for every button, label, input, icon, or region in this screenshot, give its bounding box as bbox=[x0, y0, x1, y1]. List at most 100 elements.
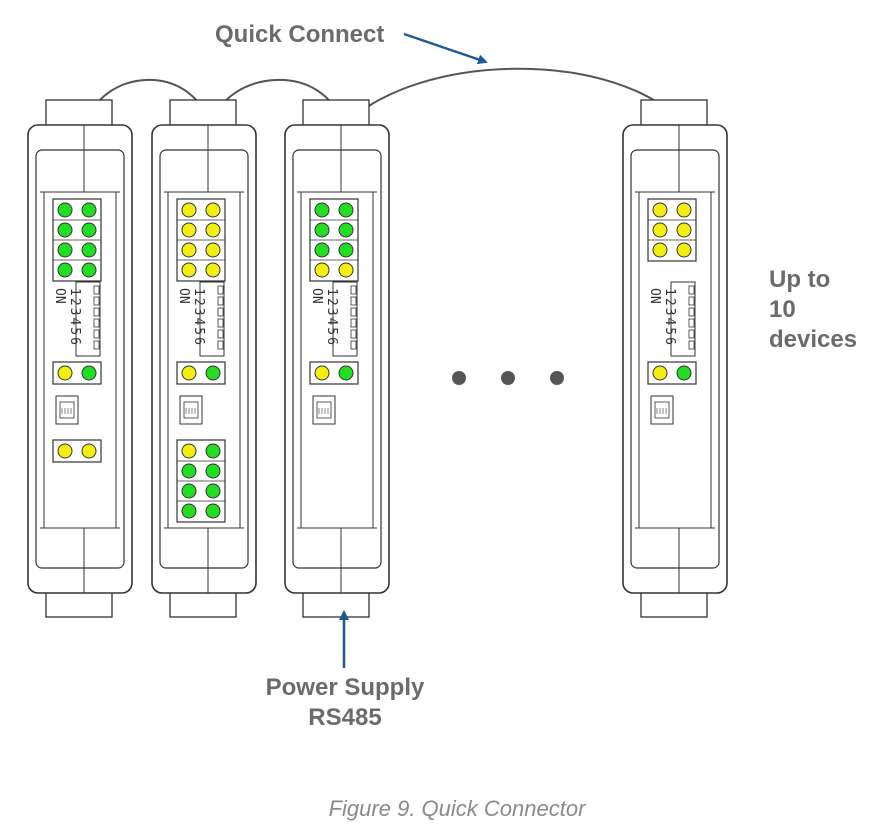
dip-on-label: ON bbox=[176, 288, 191, 304]
led-green bbox=[205, 483, 221, 499]
dip-lever bbox=[688, 285, 695, 295]
led-green bbox=[81, 202, 97, 218]
dip-lever bbox=[688, 307, 695, 317]
dip-numbers-label: 123456 bbox=[67, 288, 82, 347]
led-yellow bbox=[181, 262, 197, 278]
dip-numbers-label: 123456 bbox=[662, 288, 677, 347]
led-yellow bbox=[181, 242, 197, 258]
led-yellow bbox=[676, 202, 692, 218]
dip-numbers-label: 123456 bbox=[191, 288, 206, 347]
dip-on-label: ON bbox=[52, 288, 67, 304]
dip-lever bbox=[217, 285, 224, 295]
led-yellow bbox=[205, 262, 221, 278]
dip-lever bbox=[93, 307, 100, 317]
led-green bbox=[57, 242, 73, 258]
dip-lever bbox=[350, 340, 357, 350]
led-yellow bbox=[181, 365, 197, 381]
dip-lever bbox=[93, 285, 100, 295]
up-to-label: Up to bbox=[769, 266, 830, 293]
figure-caption: Figure 9. Quick Connector bbox=[329, 796, 587, 821]
led-yellow bbox=[338, 262, 354, 278]
dip-lever bbox=[93, 318, 100, 328]
dip-lever bbox=[688, 296, 695, 306]
dip-on-label: ON bbox=[309, 288, 324, 304]
led-green bbox=[314, 242, 330, 258]
led-green bbox=[57, 222, 73, 238]
rs485-label: RS485 bbox=[308, 704, 381, 731]
led-green bbox=[57, 202, 73, 218]
dip-lever bbox=[350, 318, 357, 328]
led-green bbox=[338, 202, 354, 218]
led-green bbox=[81, 365, 97, 381]
dip-lever bbox=[217, 329, 224, 339]
dip-lever bbox=[217, 307, 224, 317]
devices-label: devices bbox=[769, 326, 857, 353]
ellipsis-dot bbox=[452, 371, 466, 385]
led-yellow bbox=[57, 365, 73, 381]
led-green bbox=[81, 242, 97, 258]
led-green bbox=[181, 463, 197, 479]
led-yellow bbox=[205, 242, 221, 258]
dip-lever bbox=[350, 329, 357, 339]
usb-port-inner bbox=[59, 401, 75, 419]
led-green bbox=[338, 222, 354, 238]
dip-lever bbox=[217, 296, 224, 306]
led-yellow bbox=[57, 443, 73, 459]
led-yellow bbox=[181, 222, 197, 238]
usb-port-inner bbox=[183, 401, 199, 419]
led-green bbox=[676, 365, 692, 381]
dip-lever bbox=[93, 296, 100, 306]
led-green bbox=[338, 365, 354, 381]
dip-lever bbox=[688, 340, 695, 350]
led-yellow bbox=[676, 242, 692, 258]
led-green bbox=[338, 242, 354, 258]
led-yellow bbox=[181, 443, 197, 459]
led-yellow bbox=[652, 222, 668, 238]
power-supply-label: Power Supply bbox=[266, 674, 425, 701]
led-green bbox=[205, 463, 221, 479]
led-yellow bbox=[81, 443, 97, 459]
led-green bbox=[57, 262, 73, 278]
led-yellow bbox=[676, 222, 692, 238]
usb-port-inner bbox=[316, 401, 332, 419]
led-yellow bbox=[314, 365, 330, 381]
led-green bbox=[81, 262, 97, 278]
led-yellow bbox=[652, 242, 668, 258]
led-green bbox=[181, 483, 197, 499]
ellipsis-dot bbox=[550, 371, 564, 385]
led-yellow bbox=[314, 262, 330, 278]
dip-lever bbox=[688, 329, 695, 339]
led-green bbox=[181, 503, 197, 519]
led-yellow bbox=[205, 202, 221, 218]
dip-lever bbox=[350, 296, 357, 306]
led-green bbox=[205, 443, 221, 459]
led-green bbox=[314, 202, 330, 218]
dip-on-label: ON bbox=[647, 288, 662, 304]
cable-3-10 bbox=[344, 67, 685, 126]
usb-port-inner bbox=[654, 401, 670, 419]
ellipsis-dot bbox=[501, 371, 515, 385]
more-devices-ellipsis bbox=[452, 371, 564, 385]
led-green bbox=[205, 503, 221, 519]
led-yellow bbox=[181, 202, 197, 218]
dip-lever bbox=[93, 340, 100, 350]
device-count-label: 10 bbox=[769, 296, 796, 323]
dip-lever bbox=[217, 318, 224, 328]
dip-lever bbox=[350, 307, 357, 317]
dip-lever bbox=[688, 318, 695, 328]
dip-lever bbox=[350, 285, 357, 295]
dip-lever bbox=[217, 340, 224, 350]
led-yellow bbox=[205, 222, 221, 238]
led-yellow bbox=[652, 365, 668, 381]
dip-lever bbox=[93, 329, 100, 339]
led-green bbox=[81, 222, 97, 238]
quick-connect-label: Quick Connect bbox=[215, 21, 384, 48]
quick-connect-arrow bbox=[403, 32, 488, 65]
